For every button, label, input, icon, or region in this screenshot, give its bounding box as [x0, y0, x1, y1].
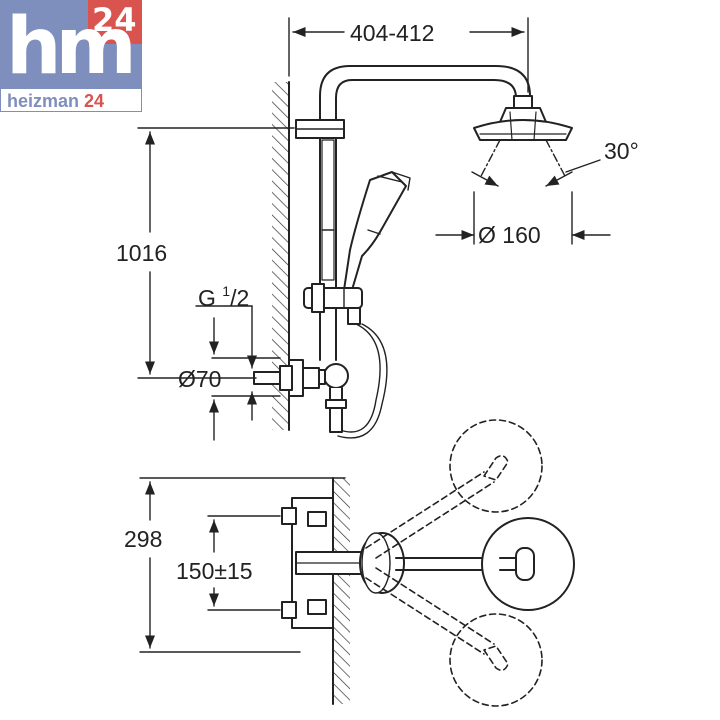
thread-denominator: /2 [230, 285, 250, 311]
arm-width-dimension [288, 17, 529, 93]
heizman24-logo: hm 24 heizman 24 [0, 0, 142, 112]
wall-top-view [332, 477, 350, 705]
mixer-side-view [253, 359, 349, 433]
center-distance-dimension [207, 515, 281, 611]
mixer-top-view [281, 497, 575, 629]
escutcheon-diameter-label: Ø70 [178, 366, 222, 392]
logo-wordmark-part2: 24 [84, 91, 105, 111]
thread-dimension [195, 305, 258, 421]
escutcheon-dimension [208, 317, 281, 441]
logo-mark: hm [6, 2, 137, 88]
hand-shower [303, 171, 411, 439]
logo-red-corner [88, 0, 142, 44]
logo-wordmark-part1: heizman [7, 91, 80, 111]
thread-label: G 1/2 [198, 278, 249, 311]
logo-wordmark: heizman 24 [0, 88, 142, 112]
head-angle-label: 30° [604, 138, 639, 164]
depth-label: 298 [124, 526, 163, 552]
logo-block: hm 24 [0, 0, 142, 88]
thread-base: G [198, 285, 216, 311]
center-distance-label: 150±15 [176, 558, 253, 584]
head-diameter-label: Ø 160 [478, 222, 541, 248]
arm-width-label: 404-412 [350, 20, 435, 46]
depth-dimension [139, 477, 346, 653]
height-label: 1016 [116, 240, 168, 266]
logo-number: 24 [92, 1, 137, 39]
thread-numerator: 1 [222, 283, 231, 299]
head-shower [435, 95, 611, 245]
shower-riser [295, 65, 531, 361]
swivel-positions [365, 419, 543, 707]
height-dimension [137, 127, 295, 379]
